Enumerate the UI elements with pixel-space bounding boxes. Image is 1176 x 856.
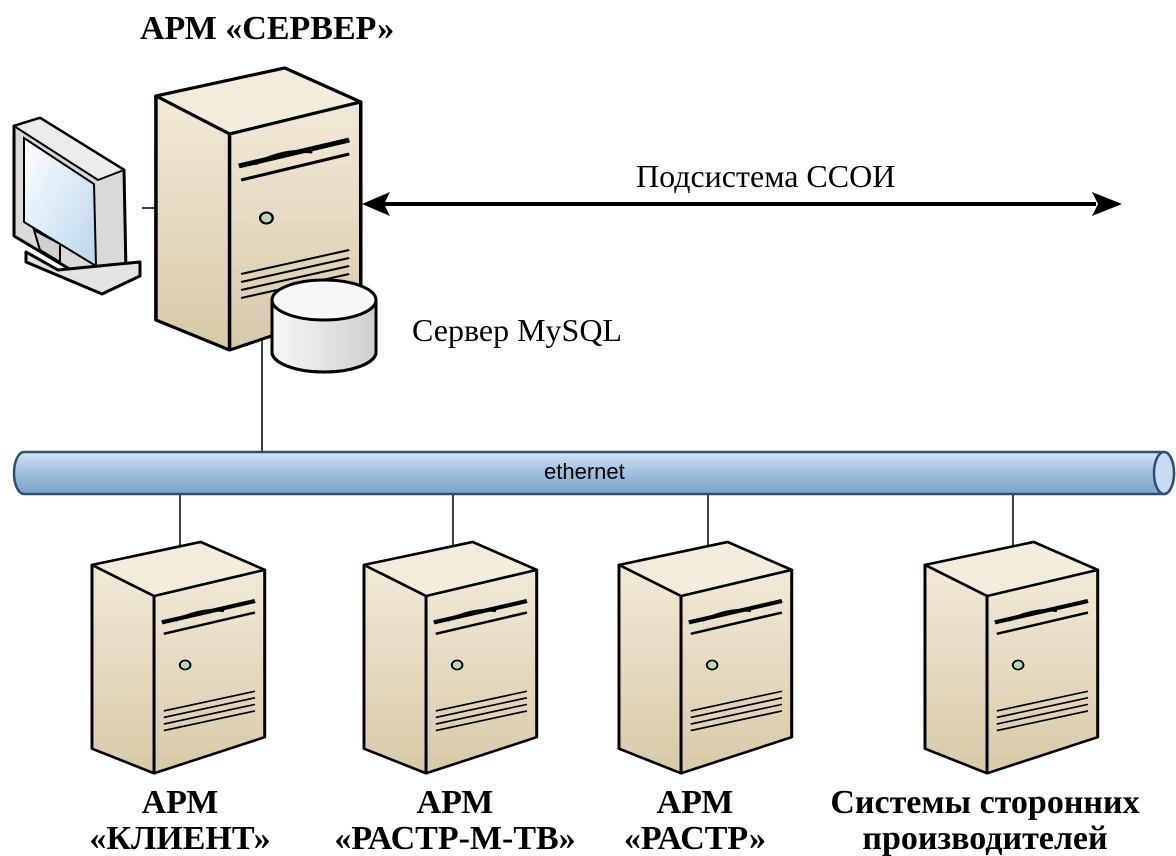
third-party-node-line2: производителей	[862, 820, 1108, 856]
double-arrow-icon	[362, 192, 1122, 216]
network-bus-icon	[12, 450, 1176, 496]
rastr-node-line1: АРМ	[656, 784, 734, 821]
third-party-tower-icon	[925, 542, 1098, 773]
client-node-line1: АРМ	[141, 784, 219, 821]
ethernet-label: ethernet	[544, 459, 625, 484]
rastr-tower-icon	[619, 542, 792, 773]
third-party-node-line1: Системы сторонних	[830, 784, 1140, 821]
client-tower-icon	[92, 542, 265, 773]
monitor-icon	[12, 116, 142, 296]
third-party-node-label: Системы сторонних производителей	[800, 785, 1170, 856]
ssoi-link-label: Подсистема ССОИ	[636, 158, 896, 194]
rastr-m-tv-node-label: АРМ «РАСТР-М-ТВ»	[310, 785, 600, 856]
client-node-label: АРМ «КЛИЕНТ»	[40, 785, 320, 856]
rastr-m-tv-node-line1: АРМ	[416, 784, 494, 821]
client-node-line2: «КЛИЕНТ»	[89, 820, 271, 856]
server-title: АРМ «СЕРВЕР»	[140, 10, 395, 47]
rastr-m-tv-tower-icon	[364, 542, 537, 773]
rastr-node-line2: «РАСТР»	[623, 820, 767, 856]
database-cylinder-icon	[270, 278, 378, 374]
rastr-m-tv-node-line2: «РАСТР-М-ТВ»	[334, 820, 576, 856]
rastr-node-label: АРМ «РАСТР»	[590, 785, 800, 856]
mysql-server-label: Сервер MySQL	[412, 312, 622, 348]
